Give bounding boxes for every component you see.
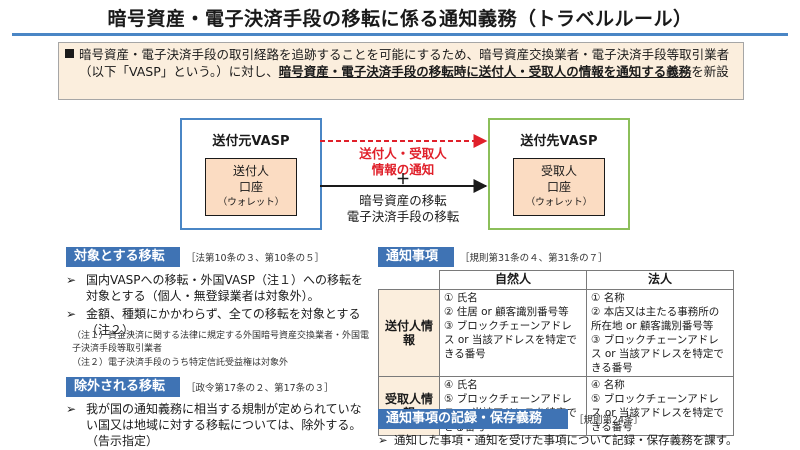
- plus-sign: ＋: [396, 172, 410, 188]
- transfer-label-line2: 電子決済手段の移転: [346, 209, 460, 224]
- records-item-1: ➢ 通知した事項・通知を受けた事項について記録・保存義務を課す。: [378, 432, 788, 448]
- target-item-1-text: 国内VASPへの移転・外国VASP（注１）への移転を対象とする（個人・無登録業者…: [86, 273, 364, 303]
- notification-label: 送付人・受取人 情報の通知: [328, 146, 478, 178]
- sender-natural-item-1: ① 氏名: [444, 292, 478, 304]
- source-vasp-box: 送付元VASP 送付人 口座 （ウォレット）: [180, 118, 322, 230]
- arrow-marker-icon: ➢: [378, 433, 388, 447]
- transfer-label-line1: 暗号資産の移転: [359, 193, 447, 208]
- sender-wallet-line3: （ウォレット）: [217, 197, 285, 208]
- records-item-1-text: 通知した事項・通知を受けた事項について記録・保存義務を課す。: [394, 433, 738, 447]
- receiver-wallet: 受取人 口座 （ウォレット）: [513, 158, 605, 216]
- receiver-wallet-line2: 口座: [546, 180, 571, 194]
- target-item-2-text: 金額、種類にかかわらず、全ての移転を対象とする（注２）。: [86, 307, 361, 337]
- summary-text: 暗号資産・電子決済手段の取引経路を追跡することを可能にするため、暗号資産交換業者…: [79, 46, 734, 80]
- target-heading: 対象とする移転: [66, 247, 180, 267]
- notification-heading: 通知事項: [378, 247, 454, 267]
- column-natural-person: 自然人: [439, 270, 587, 290]
- receiver-natural-item-1: ④ 氏名: [444, 379, 478, 391]
- sender-natural-item-2: ② 住居 or 顧客識別番号等: [444, 306, 569, 318]
- target-note-2: （注２）電子決済手段のうち特定信託受益権は対象外: [72, 358, 289, 368]
- destination-vasp-box: 送付先VASP 受取人 口座 （ウォレット）: [488, 118, 630, 230]
- summary-emphasis: 暗号資産・電子決済手段の移転時に送付人・受取人の情報を通知する義務: [278, 64, 692, 79]
- target-note-1: （注１）資金決済に関する法律に規定する外国暗号資産交換業者・外国電子決済手段等取…: [72, 331, 370, 354]
- row-head-sender: 送付人情報: [378, 289, 440, 377]
- arrow-marker-icon: ➢: [66, 273, 77, 287]
- sender-natural-cell: ① 氏名 ② 住居 or 顧客識別番号等 ③ ブロックチェーンアドレス or 当…: [439, 289, 587, 377]
- excluded-item-1-text: 我が国の通知義務に相当する規制が定められていない国又は地域に対する移転については…: [86, 402, 362, 448]
- excluded-ref: ［政令第17条の２、第17条の３］: [186, 383, 334, 394]
- title-underline: [12, 33, 788, 36]
- page-title: 暗号資産・電子決済手段の移転に係る通知義務（トラベルルール）: [107, 8, 693, 30]
- sender-natural-item-3: ③ ブロックチェーンアドレス or 当該アドレスを特定できる番号: [444, 320, 577, 360]
- notification-ref: ［規則第31条の４、第31条の７］: [460, 253, 608, 264]
- destination-vasp-title: 送付先VASP: [520, 134, 598, 149]
- table-corner: [379, 271, 440, 290]
- summary-text-part2: を新設: [691, 64, 729, 79]
- target-ref: ［法第10条の３、第10条の５］: [186, 253, 325, 264]
- column-legal-person: 法人: [586, 270, 734, 290]
- target-item-2: ➢ 金額、種類にかかわらず、全ての移転を対象とする（注２）。: [66, 306, 376, 338]
- receiver-legal-item-1: ④ 名称: [591, 379, 625, 391]
- summary-text-part1: 暗号資産・電子決済手段の取引経路を追跡することを可能にするため、暗号資産交換業者…: [79, 47, 730, 79]
- notification-label-line1: 送付人・受取人: [359, 146, 447, 161]
- receiver-legal-cell: ④ 名称 ⑤ ブロックチェーンアドレス or 当該アドレスを特定できる番号: [586, 376, 734, 436]
- sender-wallet-line2: 口座: [238, 180, 263, 194]
- sender-wallet-line1: 送付人: [232, 164, 269, 178]
- summary-box: 暗号資産・電子決済手段の取引経路を追跡することを可能にするため、暗号資産交換業者…: [58, 42, 744, 100]
- excluded-heading: 除外される移転: [66, 377, 180, 397]
- receiver-wallet-line3: （ウォレット）: [525, 197, 593, 208]
- transfer-label: 暗号資産の移転 電子決済手段の移転: [318, 193, 488, 225]
- sender-legal-item-2: ② 本店又は主たる事務所の所在地 or 顧客識別番号等: [591, 306, 720, 332]
- target-item-1: ➢ 国内VASPへの移転・外国VASP（注１）への移転を対象とする（個人・無登録…: [66, 272, 366, 304]
- square-bullet-icon: [65, 49, 74, 58]
- records-heading: 通知事項の記録・保存義務: [378, 409, 568, 429]
- excluded-item-1: ➢ 我が国の通知義務に相当する規制が定められていない国又は地域に対する移転につい…: [66, 401, 366, 449]
- arrow-marker-icon: ➢: [66, 402, 77, 416]
- source-vasp-title: 送付元VASP: [212, 134, 290, 149]
- records-ref: ［規則第24条］: [574, 415, 644, 426]
- arrow-marker-icon: ➢: [66, 307, 77, 321]
- receiver-wallet-line1: 受取人: [540, 164, 577, 178]
- receiver-legal-item-2: ⑤ ブロックチェーンアドレス or 当該アドレスを特定できる番号: [591, 393, 724, 433]
- notification-label-line2: 情報の通知: [371, 162, 435, 177]
- table-row: 送付人情報 ① 氏名 ② 住居 or 顧客識別番号等 ③ ブロックチェーンアドレ…: [378, 289, 734, 377]
- sender-legal-cell: ① 名称 ② 本店又は主たる事務所の所在地 or 顧客識別番号等 ③ ブロックチ…: [586, 289, 734, 377]
- sender-legal-item-1: ① 名称: [591, 292, 625, 304]
- table-header-row: 自然人 法人: [379, 270, 734, 290]
- sender-wallet: 送付人 口座 （ウォレット）: [205, 158, 297, 216]
- sender-legal-item-3: ③ ブロックチェーンアドレス or 当該アドレスを特定できる番号: [591, 334, 724, 374]
